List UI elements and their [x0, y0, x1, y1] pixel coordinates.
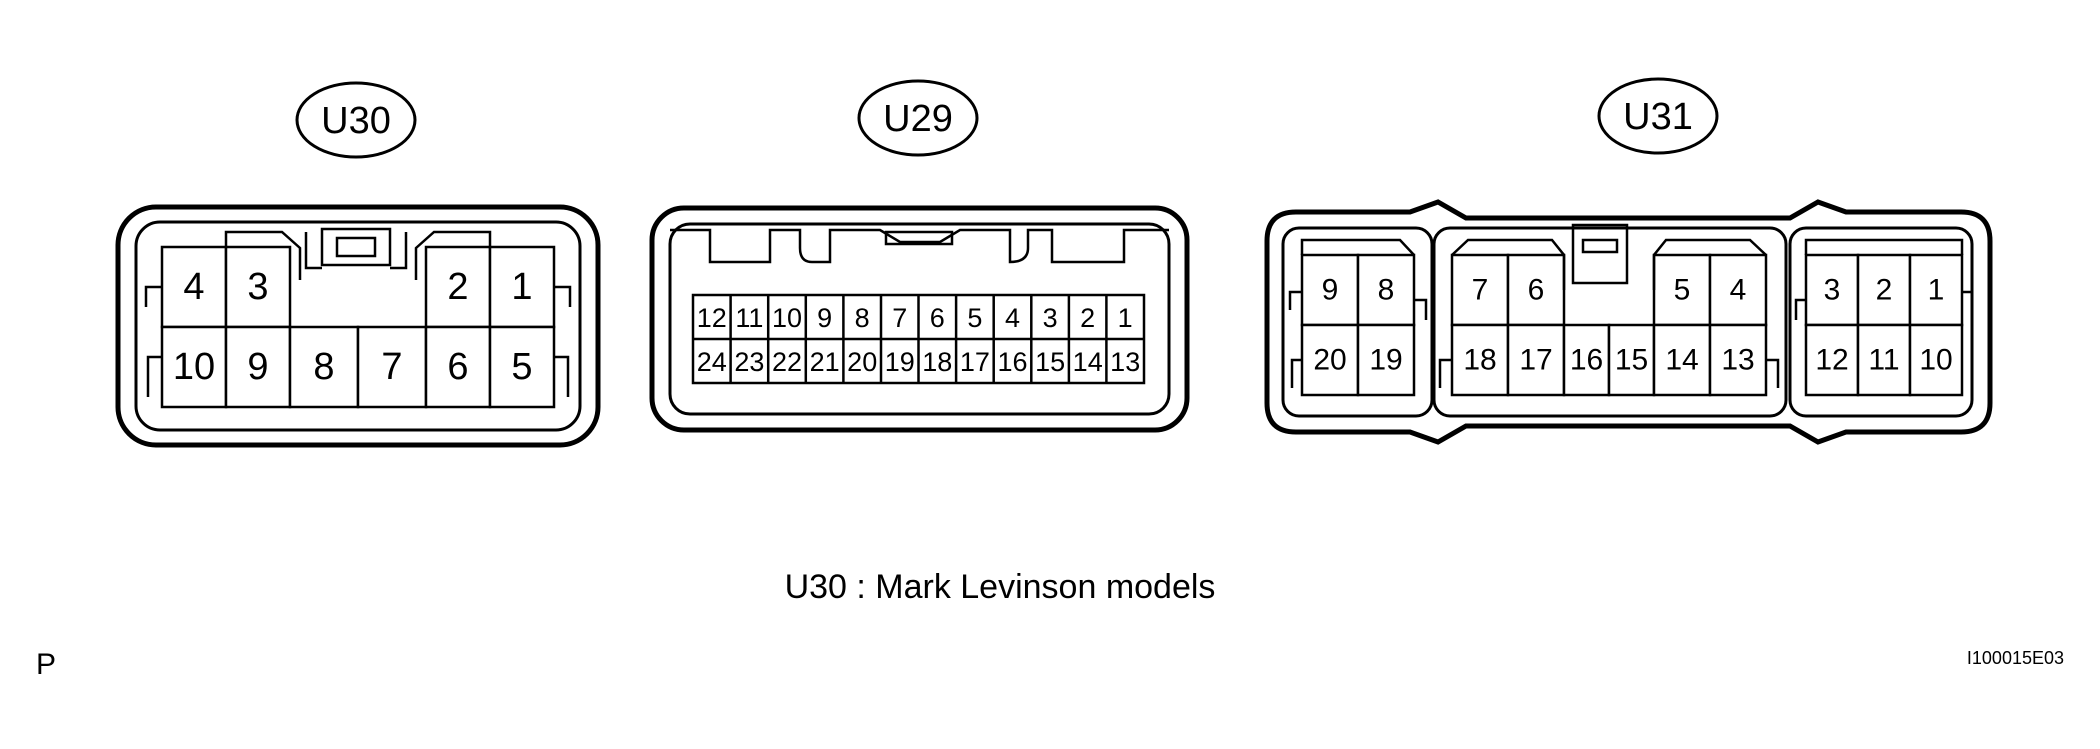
u30-pin-3: 3: [247, 266, 268, 308]
u30-shoulders: [224, 230, 492, 280]
u30-pin-5: 5: [511, 346, 532, 388]
u31-pin-6: 6: [1528, 274, 1545, 307]
u30-label-ellipse: [295, 81, 417, 159]
u31-pin-3: 3: [1824, 274, 1841, 307]
u29-pin-16: 16: [997, 347, 1027, 377]
u30-pin-2: 2: [447, 266, 468, 308]
u30-cavity-8: [288, 325, 360, 409]
u30-latch: [320, 227, 392, 267]
u30-latch-slot: [335, 236, 377, 258]
u31-pin-9: 9: [1322, 274, 1339, 307]
connector-u30: U30 4 3 2 1 10 9 8 7 6 5: [115, 81, 601, 448]
u30-pin-8: 8: [313, 346, 334, 388]
u31-pin-14: 14: [1665, 344, 1698, 377]
u30-cavity-5: [488, 325, 556, 409]
u29-grid-columns: [729, 295, 1108, 383]
u31-pin-1: 1: [1928, 274, 1945, 307]
connector-u29: U29 12 11 10 9 8 7 6 5 4 3: [649, 79, 1190, 433]
u30-label: U30: [321, 100, 391, 142]
u29-label-ellipse: [857, 79, 979, 157]
u30-pin-9: 9: [247, 346, 268, 388]
u31-pin-8: 8: [1378, 274, 1395, 307]
u30-cavity-3: [224, 245, 292, 329]
u29-pin-4: 4: [1005, 303, 1020, 333]
u29-pin-20: 20: [847, 347, 877, 377]
u31-side-keys: [1288, 290, 1974, 388]
corner-letter: P: [36, 648, 56, 681]
u31-pin-12: 12: [1815, 344, 1848, 377]
u31-cavity-13: [1708, 323, 1768, 397]
u31-pin-11: 11: [1868, 344, 1899, 377]
u29-pin-6: 6: [930, 303, 945, 333]
u29-pin-11: 11: [735, 303, 763, 333]
u29-pin-1: 1: [1118, 303, 1133, 333]
u31-cavity-7: [1450, 253, 1510, 327]
u31-pin-17: 17: [1519, 344, 1552, 377]
u31-cavity-15: [1607, 323, 1656, 397]
u31-pin-13: 13: [1721, 344, 1754, 377]
u29-label: U29: [883, 98, 953, 140]
connector-u31: U31 9 8 7 6 5: [1264, 77, 1993, 445]
u31-pin-19: 19: [1369, 344, 1402, 377]
u29-pin-12: 12: [697, 303, 727, 333]
u30-side-keys: [144, 285, 572, 397]
u30-pin-1: 1: [511, 266, 532, 308]
u30-cavity-6: [424, 325, 492, 409]
u31-cavity-4: [1708, 253, 1768, 327]
u29-pin-13: 13: [1110, 347, 1140, 377]
u31-pin-7: 7: [1472, 274, 1489, 307]
u29-pin-14: 14: [1073, 347, 1103, 377]
u31-label-ellipse: [1597, 77, 1719, 155]
u31-shoulders: [1300, 238, 1964, 290]
u29-pin-24: 24: [697, 347, 727, 377]
u31-cavity-8: [1356, 253, 1416, 327]
u31-pin-16: 16: [1570, 344, 1603, 377]
u29-pin-22: 22: [772, 347, 802, 377]
u29-pin-2: 2: [1080, 303, 1095, 333]
u29-pin-7: 7: [892, 303, 907, 333]
u29-pin-19: 19: [885, 347, 915, 377]
u30-pin-6: 6: [447, 346, 468, 388]
u30-latch-frame: [304, 232, 408, 270]
u31-cavity-19: [1356, 323, 1416, 397]
u31-cavity-12: [1804, 323, 1860, 397]
u31-label: U31: [1623, 96, 1693, 138]
u29-pin-21: 21: [810, 347, 840, 377]
figure-code: I100015E03: [1967, 648, 2064, 668]
u30-pin-7: 7: [381, 346, 402, 388]
u30-pin-10: 10: [173, 346, 215, 388]
u31-pin-10: 10: [1919, 344, 1952, 377]
u29-pin-17: 17: [960, 347, 990, 377]
u31-latch-slot: [1581, 238, 1619, 254]
u30-cavity-10: [160, 325, 228, 409]
u31-pin-4: 4: [1730, 274, 1747, 307]
u31-pin-5: 5: [1674, 274, 1691, 307]
u31-cavity-3: [1804, 253, 1860, 327]
u29-pin-8: 8: [855, 303, 870, 333]
u30-cavity-2: [424, 245, 492, 329]
u29-latch-slot: [884, 230, 954, 246]
u29-pin-18: 18: [922, 347, 952, 377]
diagram-caption: U30 : Mark Levinson models: [785, 568, 1216, 606]
u29-pin-5: 5: [967, 303, 982, 333]
u31-cavity-1: [1908, 253, 1964, 327]
u29-top-notches: [670, 228, 1169, 264]
u29-pin-9: 9: [817, 303, 832, 333]
u30-pin-4: 4: [183, 266, 204, 308]
u31-cavity-10: [1908, 323, 1964, 397]
u29-pin-23: 23: [734, 347, 764, 377]
u31-cavity-11: [1856, 323, 1912, 397]
u31-pin-18: 18: [1463, 344, 1496, 377]
u31-latch: [1571, 223, 1629, 285]
u31-pin-15: 15: [1615, 344, 1648, 377]
u29-pin-15: 15: [1035, 347, 1065, 377]
u29-pin-10: 10: [772, 303, 802, 333]
u31-pin-2: 2: [1876, 274, 1893, 307]
u29-pin-3: 3: [1043, 303, 1058, 333]
u30-cavity-4: [160, 245, 228, 329]
u31-pin-20: 20: [1313, 344, 1346, 377]
